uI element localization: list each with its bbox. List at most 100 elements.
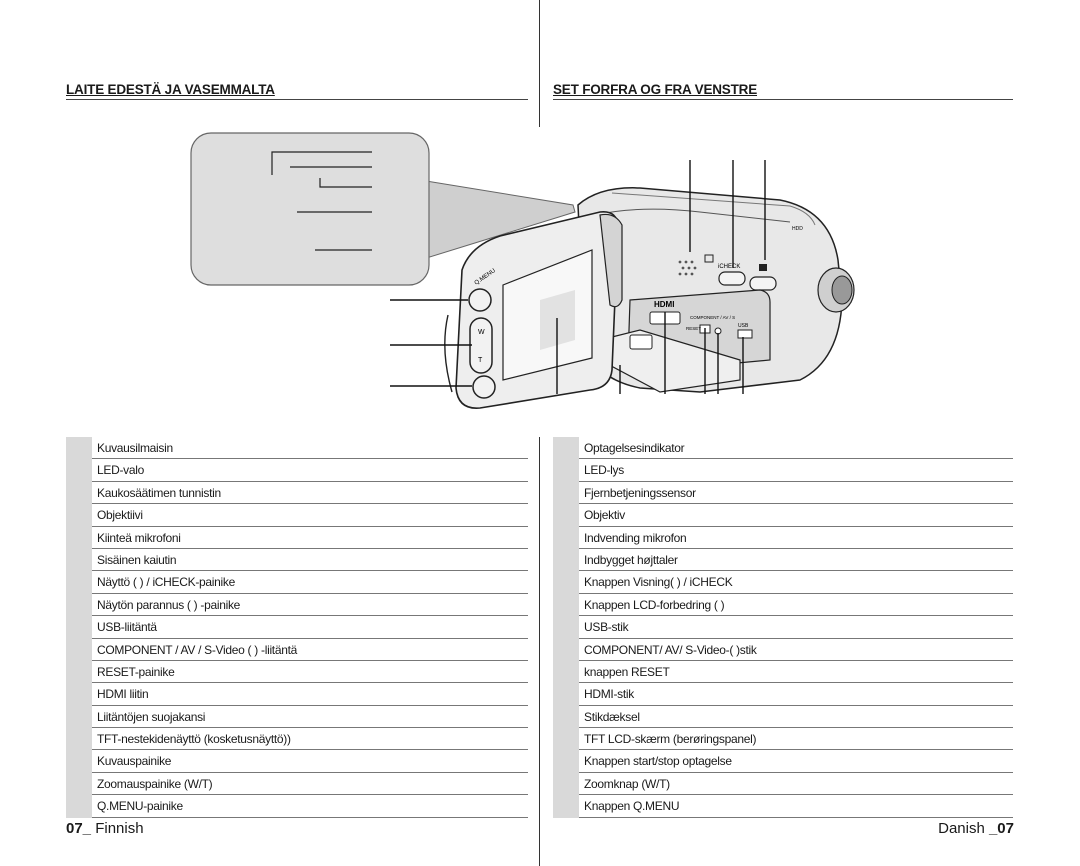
item-label: LED-valo bbox=[97, 463, 144, 478]
item-label: HDMI liitin bbox=[97, 687, 149, 702]
camcorder-illustration: Q.MENU W T HDMI COMPONENT / AV / S RESET… bbox=[190, 132, 855, 409]
list-item: Näytön parannus ( ) -painike bbox=[66, 593, 528, 617]
heading-danish: SET FORFRA OG FRA VENSTRE bbox=[553, 82, 758, 97]
list-item: Knappen Q.MENU bbox=[553, 795, 1013, 818]
item-number-cell bbox=[66, 526, 92, 549]
language-label-right: Danish bbox=[938, 820, 989, 837]
item-number-cell bbox=[66, 750, 92, 773]
item-label: Liitäntöjen suojakansi bbox=[97, 709, 206, 724]
page-number-right: _07 bbox=[988, 820, 1014, 837]
item-label: Zoomauspainike (W/T) bbox=[97, 776, 213, 791]
item-number-cell bbox=[66, 728, 92, 751]
item-number-cell bbox=[66, 683, 92, 706]
item-label: USB-liitäntä bbox=[97, 620, 157, 635]
item-label: Optagelsesindikator bbox=[584, 441, 685, 455]
language-label-left: Finnish bbox=[91, 820, 144, 837]
item-number-cell bbox=[66, 481, 92, 505]
item-label: RESET-painike bbox=[97, 664, 175, 679]
item-number-cell bbox=[553, 548, 579, 572]
list-item: Zoomauspainike (W/T) bbox=[66, 772, 528, 796]
list-item: Stikdæksel bbox=[553, 705, 1013, 729]
item-label: COMPONENT/ AV/ S-Video-( )stik bbox=[584, 642, 757, 657]
hdmi-text: HDMI bbox=[654, 300, 674, 309]
column-divider-top bbox=[539, 0, 540, 127]
item-number-cell bbox=[553, 504, 579, 527]
item-number-cell bbox=[553, 593, 579, 617]
item-label: LED-lys bbox=[584, 463, 624, 478]
item-label: Knappen Visning( ) / iCHECK bbox=[584, 575, 733, 590]
item-label: Stikdæksel bbox=[584, 709, 640, 724]
heading-finnish: LAITE EDESTÄ JA VASEMMALTA bbox=[66, 82, 275, 97]
item-label: Fjernbetjeningssensor bbox=[584, 485, 696, 500]
item-label: Objektiv bbox=[584, 508, 625, 523]
item-label: Kiinteä mikrofoni bbox=[97, 530, 181, 545]
list-item: Kiinteä mikrofoni bbox=[66, 526, 528, 549]
list-item: Knappen Visning( ) / iCHECK bbox=[553, 571, 1013, 594]
item-label: HDMI-stik bbox=[584, 687, 634, 702]
item-number-cell bbox=[553, 683, 579, 706]
hdd-text: HDD bbox=[792, 226, 803, 232]
item-number-cell bbox=[66, 795, 92, 818]
item-number-cell bbox=[66, 705, 92, 729]
list-item: Kuvauspainike bbox=[66, 750, 528, 773]
list-item: Optagelsesindikator bbox=[553, 437, 1013, 460]
list-item: Indbygget højttaler bbox=[553, 548, 1013, 572]
list-item: USB-stik bbox=[553, 616, 1013, 639]
list-item: RESET-painike bbox=[66, 660, 528, 684]
item-number-cell bbox=[553, 571, 579, 594]
item-number-cell bbox=[553, 772, 579, 796]
list-item: Kuvausilmaisin bbox=[66, 437, 528, 460]
lcd-panel: Q.MENU W T bbox=[444, 211, 623, 409]
item-label: Knappen Q.MENU bbox=[584, 799, 680, 814]
list-item: Kaukosäätimen tunnistin bbox=[66, 481, 528, 505]
item-label: Näytön parannus ( ) -painike bbox=[97, 597, 241, 612]
item-number-cell bbox=[66, 616, 92, 639]
item-label: TFT LCD-skærm (berøringspanel) bbox=[584, 732, 757, 747]
item-number-cell bbox=[66, 548, 92, 572]
item-label: Zoomknap (W/T) bbox=[584, 776, 670, 791]
list-item: knappen RESET bbox=[553, 660, 1013, 684]
item-number-cell bbox=[553, 459, 579, 482]
list-item: Q.MENU-painike bbox=[66, 795, 528, 818]
zoom-wide-text: W bbox=[478, 329, 485, 336]
page-number-left: 07_ bbox=[66, 820, 92, 837]
list-item: Knappen start/stop optagelse bbox=[553, 750, 1013, 773]
list-item: LED-lys bbox=[553, 459, 1013, 482]
item-number-cell bbox=[553, 616, 579, 639]
list-item: Objektiivi bbox=[66, 504, 528, 527]
zoom-tele-text: T bbox=[478, 357, 483, 364]
item-number-cell bbox=[66, 772, 92, 796]
item-number-cell bbox=[553, 750, 579, 773]
list-item: Sisäinen kaiutin bbox=[66, 548, 528, 572]
item-label: Kuvausilmaisin bbox=[97, 441, 173, 455]
item-number-cell bbox=[553, 728, 579, 751]
item-label: Sisäinen kaiutin bbox=[97, 552, 177, 567]
item-label: Q.MENU-painike bbox=[97, 799, 183, 814]
list-item: Objektiv bbox=[553, 504, 1013, 527]
item-number-cell bbox=[66, 571, 92, 594]
item-label: Näyttö ( ) / iCHECK-painike bbox=[97, 575, 235, 590]
component-text: COMPONENT / AV / S bbox=[690, 315, 735, 320]
item-number-cell bbox=[553, 437, 579, 460]
list-item: Zoomknap (W/T) bbox=[553, 772, 1013, 796]
list-item: Indvending mikrofon bbox=[553, 526, 1013, 549]
item-label: Objektiivi bbox=[97, 508, 143, 523]
item-number-cell bbox=[553, 481, 579, 505]
footer-danish: Danish _07 bbox=[938, 820, 1014, 837]
item-number-cell bbox=[66, 593, 92, 617]
list-item: HDMI liitin bbox=[66, 683, 528, 706]
list-item: TFT-nestekidenäyttö (kosketusnäyttö)) bbox=[66, 728, 528, 751]
item-number-cell bbox=[66, 504, 92, 527]
item-number-cell bbox=[66, 437, 92, 460]
list-item: Näyttö ( ) / iCHECK-painike bbox=[66, 571, 528, 594]
list-item: Fjernbetjeningssensor bbox=[553, 481, 1013, 505]
list-item: LED-valo bbox=[66, 459, 528, 482]
item-label: TFT-nestekidenäyttö (kosketusnäyttö)) bbox=[97, 732, 291, 747]
callout-lines bbox=[390, 160, 766, 394]
item-number-cell bbox=[553, 705, 579, 729]
list-item: Knappen LCD-forbedring ( ) bbox=[553, 593, 1013, 617]
column-divider-bottom bbox=[539, 437, 540, 866]
list-item: Liitäntöjen suojakansi bbox=[66, 705, 528, 729]
